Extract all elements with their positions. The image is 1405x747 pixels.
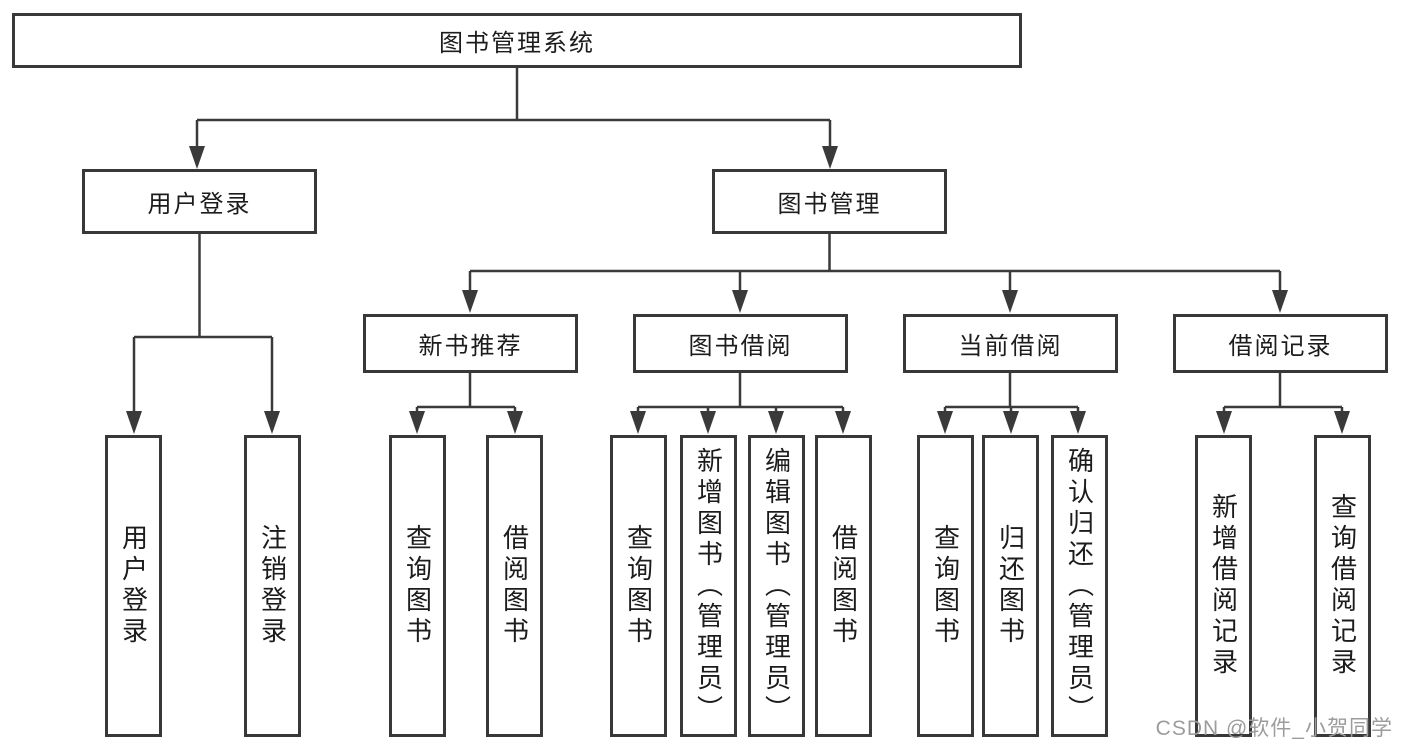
leaf-query-borrow-record: 查询借阅记录 (1314, 435, 1371, 737)
node-borrow-records: 借阅记录 (1173, 314, 1388, 373)
leaf-borrow-books-recommend: 借阅图书 (486, 435, 543, 737)
node-library-system: 图书管理系统 (12, 13, 1022, 68)
node-user-login: 用户登录 (82, 169, 317, 234)
node-new-book-recommend: 新书推荐 (363, 314, 578, 373)
leaf-add-book-admin: 新增图书（管理员） (680, 435, 737, 737)
leaf-confirm-return-admin: 确认归还（管理员） (1051, 435, 1108, 737)
csdn-watermark: CSDN @软件_小贺同学 (1155, 717, 1393, 740)
arrowheads (126, 146, 1350, 434)
leaf-user-login: 用户登录 (105, 435, 162, 737)
leaf-query-books-current: 查询图书 (917, 435, 974, 737)
node-book-borrow: 图书借阅 (633, 314, 848, 373)
node-book-management: 图书管理 (712, 169, 947, 234)
leaf-add-borrow-record: 新增借阅记录 (1195, 435, 1252, 737)
node-current-borrow: 当前借阅 (903, 314, 1118, 373)
leaf-query-books-borrow: 查询图书 (610, 435, 667, 737)
leaf-borrow-books-borrow: 借阅图书 (815, 435, 872, 737)
leaf-return-book: 归还图书 (982, 435, 1039, 737)
leaf-edit-book-admin: 编辑图书（管理员） (748, 435, 805, 737)
leaf-query-books-recommend: 查询图书 (389, 435, 446, 737)
leaf-logout: 注销登录 (244, 435, 301, 737)
